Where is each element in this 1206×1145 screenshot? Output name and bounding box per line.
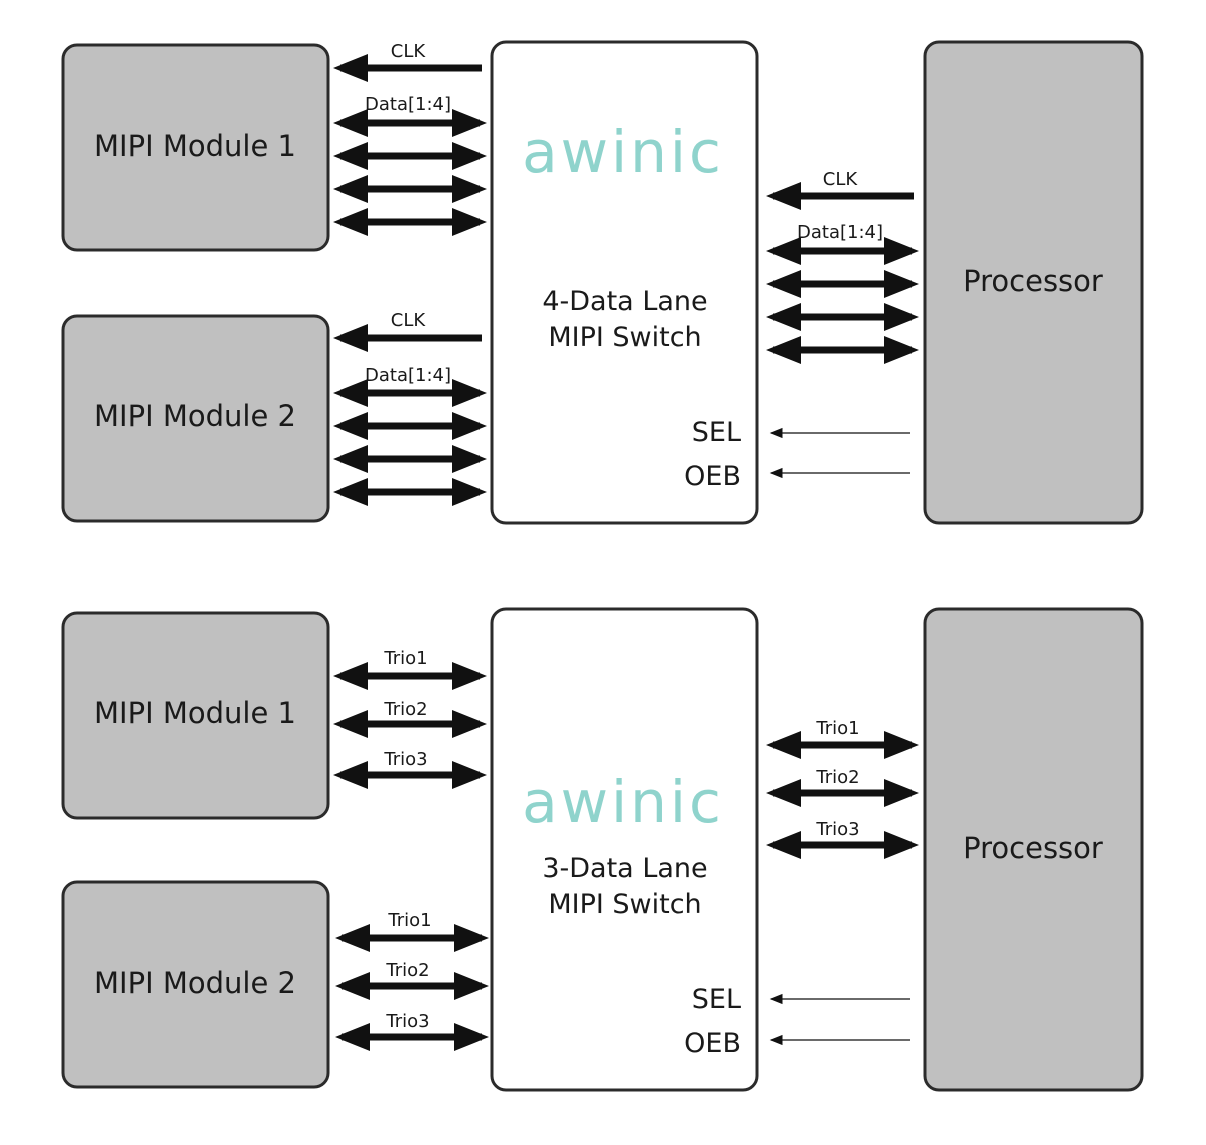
mipi-module-1-block [61, 611, 330, 820]
oeb-pin-label: OEB [684, 1028, 741, 1059]
mipi-module-2-block [61, 880, 330, 1089]
trio2-label: Trio2 [815, 767, 859, 788]
diagram-4-lane: MIPI Module 1 MIPI Module 2 awinic 4-Dat… [61, 40, 1144, 525]
mipi-module-2-label: MIPI Module 2 [94, 966, 296, 1000]
mipi-module-2-label: MIPI Module 2 [94, 399, 296, 433]
switch-title-line2: MIPI Switch [548, 322, 701, 353]
processor-label: Processor [963, 831, 1103, 865]
clk-label: CLK [391, 310, 427, 331]
sel-pin-label: SEL [692, 417, 741, 448]
awinic-logo: awinic [522, 118, 724, 186]
trio3-label: Trio3 [385, 1011, 429, 1032]
switch-block [490, 40, 759, 525]
switch-title-line1: 3-Data Lane [542, 853, 707, 884]
trio1-label: Trio1 [383, 648, 427, 669]
mipi-module-1-label: MIPI Module 1 [94, 696, 296, 730]
trio1-label: Trio1 [387, 910, 431, 931]
trio2-label: Trio2 [383, 699, 427, 720]
mipi-module-1-label: MIPI Module 1 [94, 129, 296, 163]
sel-pin-label: SEL [692, 984, 741, 1015]
oeb-pin-label: OEB [684, 461, 741, 492]
mipi-module-2-block [61, 314, 330, 523]
switch-title-line2: MIPI Switch [548, 889, 701, 920]
diagram-3-lane: MIPI Module 1 MIPI Module 2 awinic 3-Dat… [61, 607, 1144, 1092]
processor-label: Processor [963, 264, 1103, 298]
trio1-label: Trio1 [815, 718, 859, 739]
processor-block [923, 40, 1144, 525]
clk-label: CLK [391, 41, 427, 62]
awinic-logo: awinic [522, 768, 724, 836]
trio2-label: Trio2 [385, 960, 429, 981]
data-bus-label: Data[1:4] [365, 365, 451, 386]
mipi-module-1-block [61, 43, 330, 252]
processor-block [923, 607, 1144, 1092]
clk-label: CLK [823, 169, 859, 190]
switch-title-line1: 4-Data Lane [542, 286, 707, 317]
trio3-label: Trio3 [815, 819, 859, 840]
data-bus-label: Data[1:4] [365, 94, 451, 115]
switch-block [490, 607, 759, 1092]
data-bus-label: Data[1:4] [797, 222, 883, 243]
trio3-label: Trio3 [383, 749, 427, 770]
